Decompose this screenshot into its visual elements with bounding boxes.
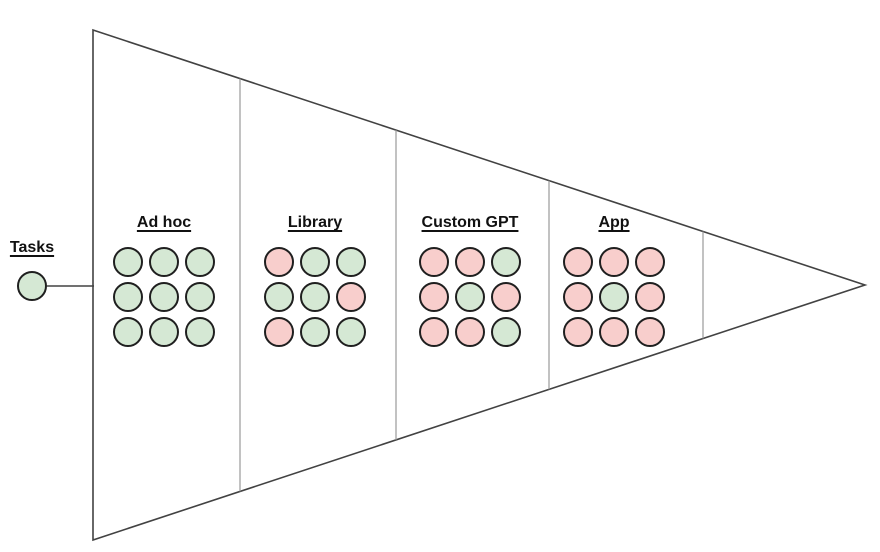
task-dot-green <box>185 282 215 312</box>
task-dot-green <box>455 282 485 312</box>
task-dot-green <box>113 282 143 312</box>
task-dot-red <box>563 247 593 277</box>
task-dot-green <box>491 247 521 277</box>
task-dot-red <box>563 282 593 312</box>
task-dot-red <box>599 247 629 277</box>
task-dot-red <box>635 317 665 347</box>
task-dot-red <box>264 247 294 277</box>
task-dot-green <box>336 317 366 347</box>
task-dot-green <box>113 317 143 347</box>
task-dot-green <box>113 247 143 277</box>
section-app: App <box>563 213 665 347</box>
section-library: Library <box>264 213 366 347</box>
task-dot-green <box>300 247 330 277</box>
section-custom-gpt: Custom GPT <box>419 213 521 347</box>
task-grid <box>419 247 521 347</box>
task-dot-green <box>264 282 294 312</box>
task-dot-green <box>149 317 179 347</box>
task-grid <box>264 247 366 347</box>
task-dot-red <box>599 317 629 347</box>
tasks-node: Tasks <box>0 238 64 258</box>
task-grid <box>113 247 215 347</box>
task-dot-green <box>300 317 330 347</box>
tasks-label: Tasks <box>9 239 55 256</box>
section-label: Ad hoc <box>136 214 192 231</box>
section-ad-hoc: Ad hoc <box>113 213 215 347</box>
task-dot-red <box>455 247 485 277</box>
task-dot-red <box>455 317 485 347</box>
task-dot-green <box>300 282 330 312</box>
task-dot-green <box>149 282 179 312</box>
task-dot-red <box>635 282 665 312</box>
task-dot-green <box>599 282 629 312</box>
task-dot-red <box>264 317 294 347</box>
task-dot-red <box>635 247 665 277</box>
section-label: App <box>598 214 630 231</box>
task-dot-red <box>419 317 449 347</box>
funnel-triangle <box>92 28 868 542</box>
task-dot-green <box>185 317 215 347</box>
task-dot-red <box>419 247 449 277</box>
section-label: Library <box>287 214 343 231</box>
task-dot-red <box>491 282 521 312</box>
task-dot-green <box>336 247 366 277</box>
task-dot-red <box>419 282 449 312</box>
tasks-circle <box>17 271 47 301</box>
task-dot-green <box>149 247 179 277</box>
task-dot-green <box>491 317 521 347</box>
section-label: Custom GPT <box>421 214 519 231</box>
task-grid <box>563 247 665 347</box>
task-dot-red <box>563 317 593 347</box>
task-dot-red <box>336 282 366 312</box>
task-dot-green <box>185 247 215 277</box>
